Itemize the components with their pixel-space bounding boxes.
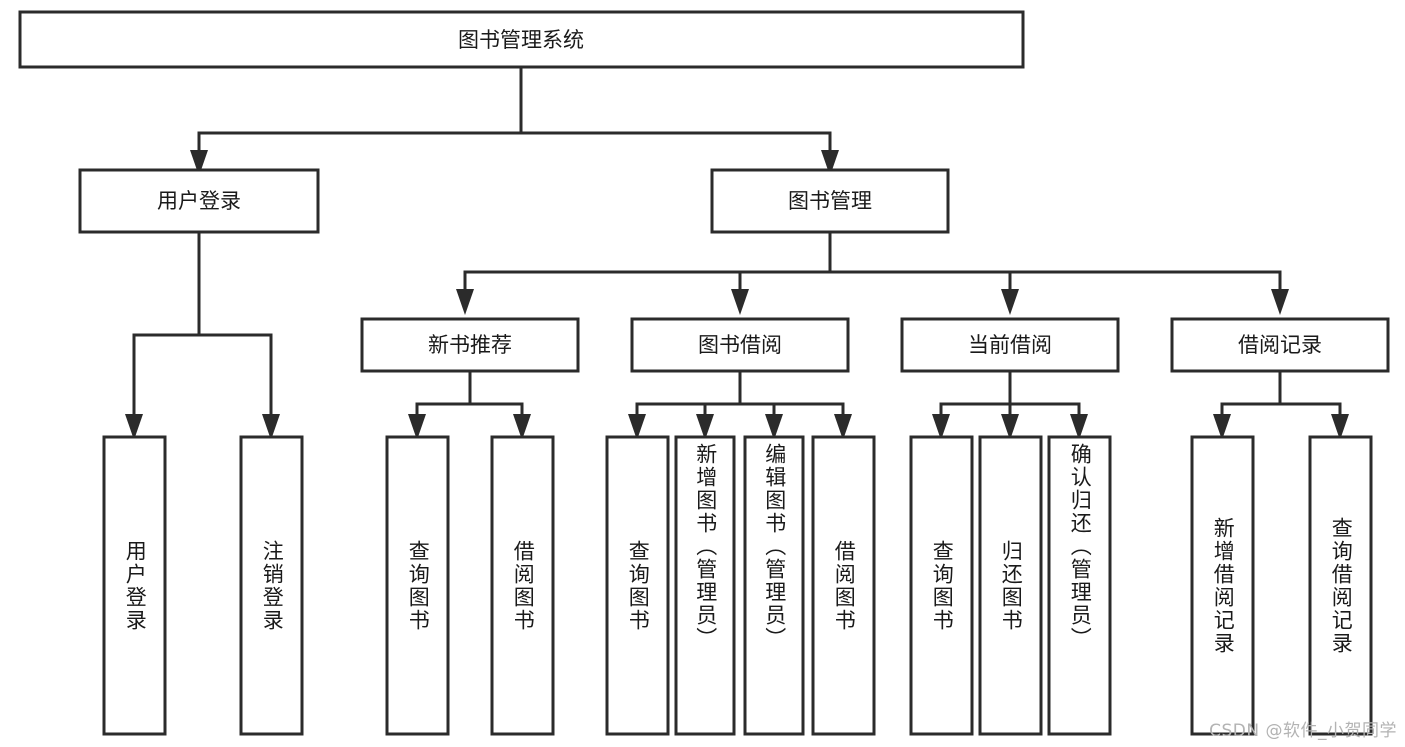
arrow-to-new-book-rec (456, 289, 474, 315)
node-book-borrow[interactable]: 图书借阅 (630, 317, 850, 373)
node-book-management-label: 图书管理 (788, 189, 872, 213)
leaf-box-query-book-c[interactable] (909, 435, 974, 736)
leaf-box-borrow-book-b[interactable] (811, 435, 876, 736)
node-book-management[interactable]: 图书管理 (710, 168, 950, 234)
connector-group-root-to-level2 (190, 65, 839, 176)
node-borrow-record[interactable]: 借阅记录 (1170, 317, 1390, 373)
leaf-box-user-login[interactable] (102, 435, 167, 736)
node-book-management-box[interactable] (710, 168, 950, 234)
leaf-box-borrow-book-a[interactable] (490, 435, 555, 736)
leaf-box-add-record[interactable] (1190, 435, 1255, 736)
node-user-login-box[interactable] (78, 168, 320, 234)
node-user-login-label: 用户登录 (157, 189, 241, 213)
node-root[interactable]: 图书管理系统 (18, 10, 1025, 69)
leaf-box-return-book[interactable] (978, 435, 1043, 736)
leaf-box-confirm-return[interactable] (1047, 435, 1112, 736)
connector-group-new-book-rec-children (408, 369, 531, 440)
node-new-book-recommend[interactable]: 新书推荐 (360, 317, 580, 373)
connector-group-book-borrow-children (628, 369, 852, 440)
node-root-box[interactable] (18, 10, 1025, 69)
node-borrow-record-label: 借阅记录 (1238, 333, 1322, 357)
arrow-to-book-borrow (731, 289, 749, 315)
arrow-to-current-borrow (1001, 289, 1019, 315)
arrow-to-borrow-record (1271, 289, 1289, 315)
connector-group-current-borrow-children (932, 369, 1088, 440)
node-user-login[interactable]: 用户登录 (78, 168, 320, 234)
node-new-book-recommend-label: 新书推荐 (428, 333, 512, 357)
leaf-box-query-record[interactable] (1308, 435, 1373, 736)
connector-group-borrow-record-children (1213, 369, 1349, 440)
leaf-box-logout[interactable] (239, 435, 304, 736)
leaf-box-add-book[interactable] (674, 435, 736, 736)
leaf-box-query-book-a[interactable] (385, 435, 450, 736)
node-book-borrow-label: 图书借阅 (698, 333, 782, 357)
leaf-box-edit-book[interactable] (743, 435, 805, 736)
node-new-book-recommend-box[interactable] (360, 317, 580, 373)
node-current-borrow[interactable]: 当前借阅 (900, 317, 1120, 373)
csdn-watermark: CSDN @软件_小贺同学 (1209, 721, 1397, 741)
leaf-box-query-book-b[interactable] (605, 435, 670, 736)
node-book-borrow-box[interactable] (630, 317, 850, 373)
node-current-borrow-label: 当前借阅 (968, 333, 1052, 357)
connector-group-user-login-children (125, 230, 280, 440)
node-current-borrow-box[interactable] (900, 317, 1120, 373)
node-borrow-record-box[interactable] (1170, 317, 1390, 373)
connector-group-book-mgmt-children (456, 230, 1289, 315)
node-root-label: 图书管理系统 (458, 28, 584, 52)
